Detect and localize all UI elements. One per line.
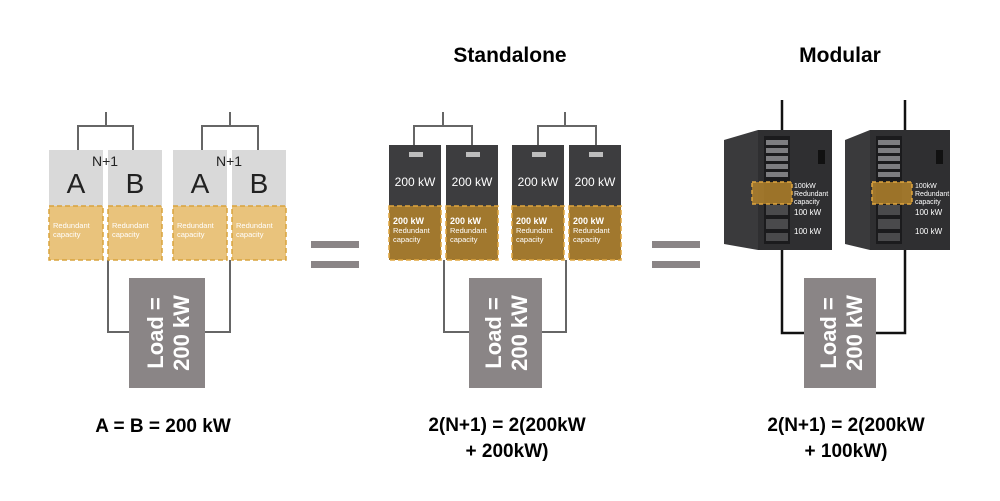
redundant-overlays xyxy=(388,205,622,261)
panel-standalone: 200 kW 200 kW 200 kW 200 kW xyxy=(388,112,622,462)
redundant-block xyxy=(511,205,565,261)
ups-unit-b-2 xyxy=(232,150,286,206)
unit-b-label: B xyxy=(126,168,145,199)
redundant-block xyxy=(388,205,442,261)
module-rating-label: 100 kW xyxy=(915,227,943,236)
unit-rating-label: 200 kW xyxy=(575,175,616,189)
standalone-ups-cabinets: 200 kW 200 kW 200 kW 200 kW xyxy=(388,145,622,261)
load-label: Load =200 kW xyxy=(143,295,194,371)
unit-rating-label: 200 kW xyxy=(395,175,436,189)
wiring-panel-2 xyxy=(413,112,597,333)
load-label: Load =200 kW xyxy=(816,295,867,371)
unit-rating-label: 200 kW xyxy=(452,175,493,189)
redundant-block xyxy=(751,181,793,205)
module-rating-label: 100 kW xyxy=(794,227,822,236)
load-box xyxy=(469,278,542,388)
unit-rating-label: 200 kW xyxy=(518,175,559,189)
wiring-panel-1 xyxy=(77,112,259,333)
load-label: Load =200 kW xyxy=(481,295,532,371)
wiring-panel-3 xyxy=(780,100,907,335)
equation-abstract: A = B = 200 kW xyxy=(95,416,231,437)
module-rating-label: 100 kW xyxy=(915,208,943,217)
equation-standalone: 2(N+1) = 2(200kW+ 200kW) xyxy=(428,415,585,462)
equation-modular: 2(N+1) = 2(200kW+ 100kW) xyxy=(767,415,924,462)
redundant-block xyxy=(871,181,913,205)
redundant-block xyxy=(445,205,499,261)
redundant-block xyxy=(48,205,104,261)
unit-a-label: A xyxy=(67,168,86,199)
redundant-block xyxy=(107,205,163,261)
equals-sign xyxy=(311,241,359,268)
module-rating-label: 100 kW xyxy=(794,208,822,217)
unit-a-label: A xyxy=(191,168,210,199)
unit-b-label: B xyxy=(250,168,269,199)
title-standalone: Standalone xyxy=(453,44,566,67)
ups-unit-a-2 xyxy=(173,150,227,206)
ups-unit-a-1 xyxy=(49,150,103,206)
redundant-block xyxy=(172,205,228,261)
redundant-block xyxy=(231,205,287,261)
title-modular: Modular xyxy=(799,44,881,67)
n-plus-1-label: N+1 xyxy=(216,153,242,169)
n-plus-1-label: N+1 xyxy=(92,153,118,169)
equals-sign xyxy=(652,241,700,268)
redundant-block xyxy=(568,205,622,261)
load-box xyxy=(804,278,876,388)
load-box xyxy=(129,278,205,388)
ups-unit-b-1 xyxy=(108,150,162,206)
